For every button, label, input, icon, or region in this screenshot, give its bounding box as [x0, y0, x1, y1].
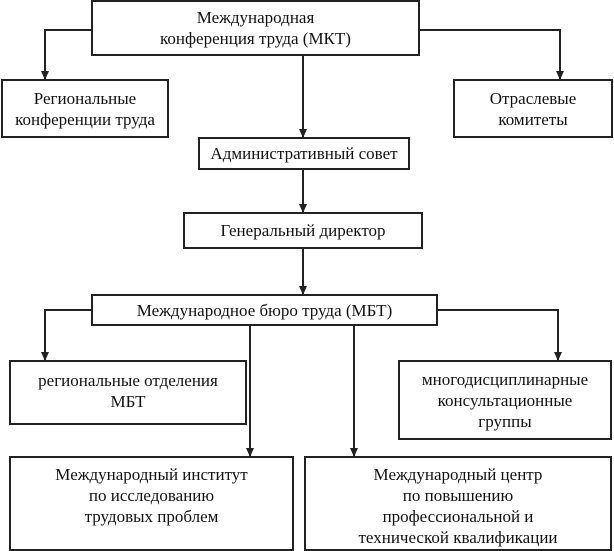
node-training-center: Международный центр по повышению професс…: [304, 456, 612, 551]
node-multidisciplinary-groups-label: многодисциплинарные консультационные гру…: [421, 369, 589, 431]
node-mbt: Международное бюро труда (МБТ): [91, 294, 438, 326]
edge-mkt-sector-committees: [420, 29, 564, 80]
edge-mbt-multidisciplinary: [438, 309, 562, 361]
node-mbt-label: Международное бюро труда (МБТ): [136, 300, 393, 320]
node-mkt-label: Международная конференция труда (МКТ): [160, 8, 351, 48]
edge-mkt-regional-conferences: [41, 29, 91, 80]
node-director-general-label: Генеральный директор: [220, 221, 386, 240]
node-regional-conferences: Региональные конференции труда: [1, 79, 169, 138]
node-multidisciplinary-groups: многодисциплинарные консультационные гру…: [398, 360, 612, 440]
edge-mbt-regional-offices: [41, 309, 91, 361]
node-director-general: Генеральный директор: [183, 212, 423, 249]
node-training-center-label: Международный центр по повышению професс…: [358, 465, 558, 547]
node-sector-committees: Отраслевые комитеты: [453, 79, 613, 138]
node-mkt: Международная конференция труда (МКТ): [91, 0, 420, 56]
node-regional-offices: региональные отделения МБТ: [9, 360, 247, 425]
node-admin-council-label: Административный совет: [210, 144, 398, 163]
node-regional-offices-label: региональные отделения МБТ: [38, 371, 218, 411]
node-regional-conferences-label: Региональные конференции труда: [15, 88, 155, 129]
node-admin-council: Административный совет: [198, 137, 410, 170]
node-sector-committees-label: Отраслевые комитеты: [489, 88, 577, 129]
node-institute-label: Международный институт по исследованию т…: [55, 465, 248, 526]
node-institute: Международный институт по исследованию т…: [9, 456, 294, 551]
